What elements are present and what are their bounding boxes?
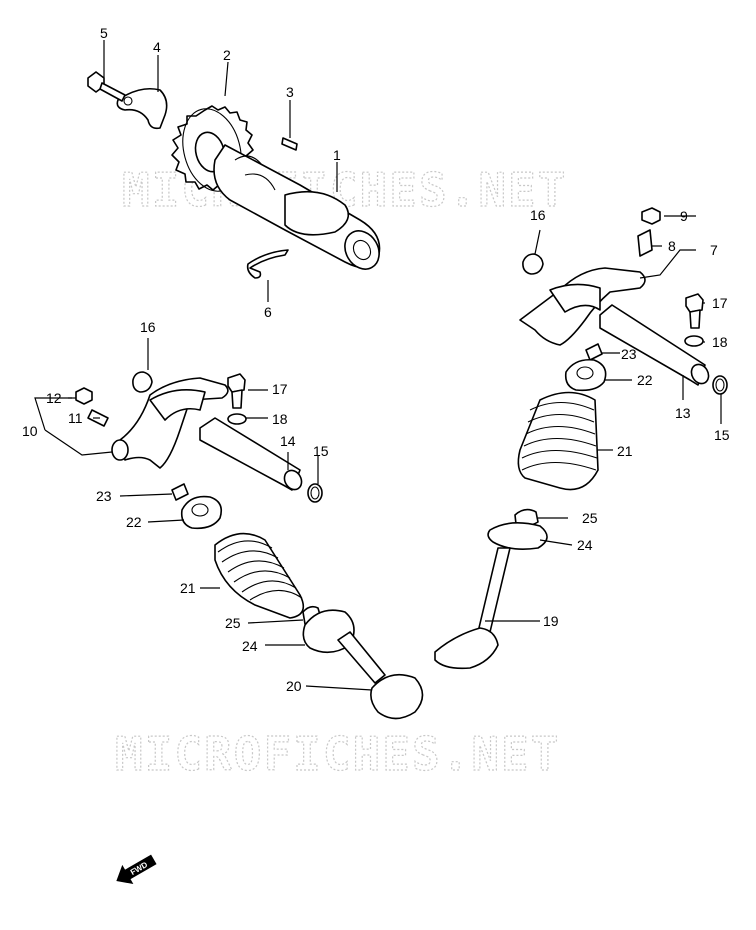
camshaft <box>213 144 381 270</box>
screw-8 <box>637 229 653 257</box>
rocker-arm-10 <box>111 377 229 469</box>
callout-1: 1 <box>333 147 341 163</box>
fwd-arrow-icon: FWD <box>116 854 157 884</box>
shaft-14 <box>199 417 303 491</box>
callout-25b: 25 <box>582 510 598 526</box>
callout-21b: 21 <box>617 443 633 459</box>
callout-19: 19 <box>543 613 559 629</box>
callout-5: 5 <box>100 25 108 41</box>
callout-23a: 23 <box>96 488 112 504</box>
callout-12: 12 <box>46 390 62 406</box>
callout-22a: 22 <box>126 514 142 530</box>
pin-3 <box>281 137 298 151</box>
callout-24a: 24 <box>242 638 258 654</box>
bolt-17-left <box>227 373 246 409</box>
callout-14: 14 <box>280 433 296 449</box>
callout-16a: 16 <box>140 319 156 335</box>
callout-24b: 24 <box>577 537 593 553</box>
callout-16b: 16 <box>530 207 546 223</box>
callout-11: 11 <box>68 410 83 426</box>
callout-8: 8 <box>668 238 676 254</box>
washer-18-left <box>227 413 247 425</box>
leader-lines <box>34 40 722 691</box>
callout-4: 4 <box>153 39 161 55</box>
callout-18a: 18 <box>272 411 288 427</box>
bolt-5 <box>87 71 126 102</box>
cap-16-left <box>132 371 153 393</box>
retainer-22-left <box>180 495 223 530</box>
callout-10: 10 <box>22 423 38 439</box>
callout-7: 7 <box>710 242 718 258</box>
callout-17b: 17 <box>712 295 728 311</box>
cotter-23-left <box>171 483 189 501</box>
callout-9: 9 <box>680 208 688 224</box>
callout-3: 3 <box>286 84 294 100</box>
valve-19 <box>434 547 511 670</box>
shaft-13 <box>599 304 710 386</box>
callout-13: 13 <box>675 405 691 421</box>
callout-6: 6 <box>264 304 272 320</box>
seat-24-right <box>487 522 548 550</box>
watermark-bottom: MICROFICHES.NET <box>115 727 560 781</box>
bolt-17-right <box>685 293 704 329</box>
callout-17a: 17 <box>272 381 288 397</box>
washer-18-right <box>684 335 704 347</box>
callout-2: 2 <box>223 47 231 63</box>
cap-16-right <box>522 253 544 275</box>
callout-15b: 15 <box>714 427 730 443</box>
clip-6 <box>246 249 289 279</box>
callout-23b: 23 <box>621 346 637 362</box>
nut-9 <box>641 207 661 225</box>
callout-20: 20 <box>286 678 302 694</box>
rocker-arm-7 <box>519 267 646 346</box>
valve-20 <box>337 631 424 720</box>
callout-18b: 18 <box>712 334 728 350</box>
spring-21-right <box>517 391 599 491</box>
retainer-22-right <box>564 358 607 392</box>
callout-22b: 22 <box>637 372 653 388</box>
callout-15a: 15 <box>313 443 329 459</box>
spring-21-left <box>214 532 305 619</box>
callout-21a: 21 <box>180 580 196 596</box>
nut-12 <box>75 387 93 405</box>
callout-25a: 25 <box>225 615 241 631</box>
oring-15 <box>307 483 323 503</box>
cotter-23-right <box>585 343 603 361</box>
oring-15-right <box>712 375 728 395</box>
